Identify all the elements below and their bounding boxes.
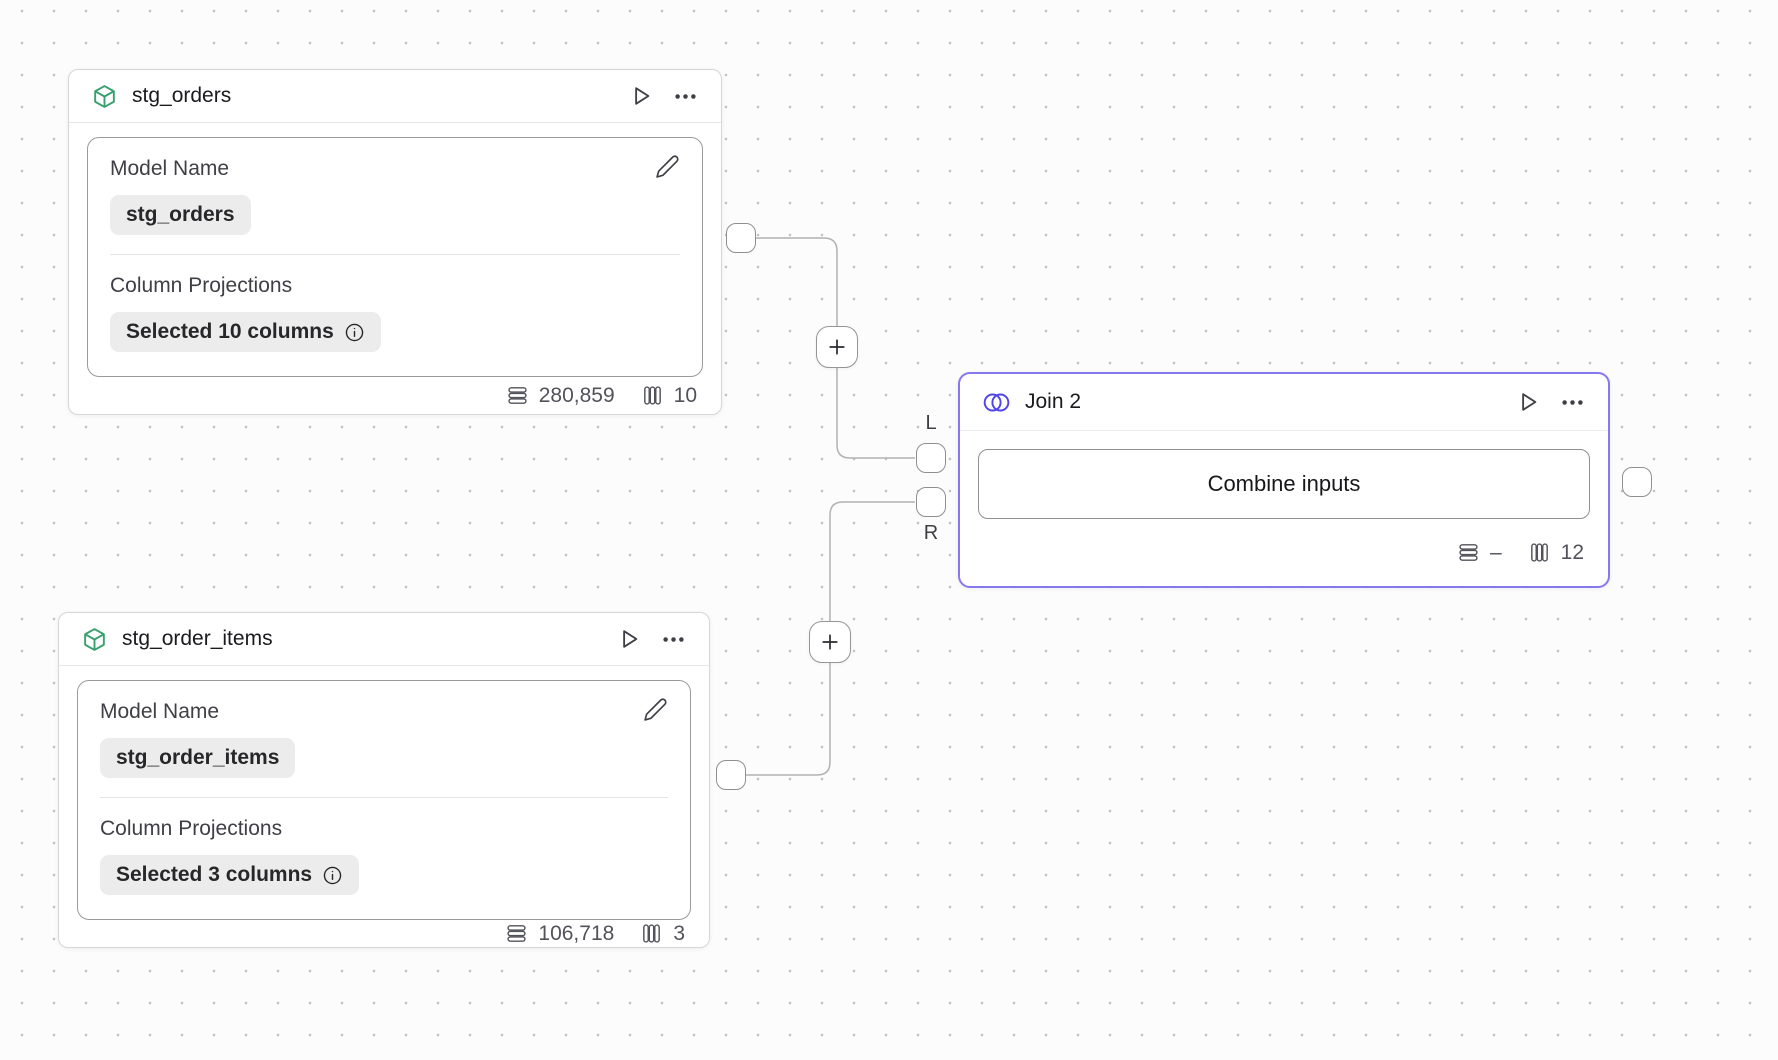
node-header: Join 2 bbox=[960, 374, 1608, 431]
combine-inputs-button[interactable]: Combine inputs bbox=[978, 449, 1590, 519]
column-count-value: 3 bbox=[673, 921, 685, 945]
join-left-input-port[interactable] bbox=[916, 443, 946, 473]
row-count-stat: 280,859 bbox=[506, 384, 615, 408]
run-node-button[interactable] bbox=[1515, 389, 1541, 415]
join-right-port-label: R bbox=[923, 522, 939, 544]
columns-icon bbox=[1528, 541, 1551, 564]
node-header: stg_orders bbox=[69, 70, 721, 123]
column-projections-label: Column Projections bbox=[100, 817, 283, 840]
node-header-actions bbox=[628, 83, 699, 110]
row-count-stat: – bbox=[1457, 541, 1502, 565]
ellipsis-icon bbox=[672, 83, 699, 110]
row-count-value: – bbox=[1489, 540, 1502, 564]
ellipsis-icon bbox=[660, 626, 687, 653]
run-node-button[interactable] bbox=[616, 626, 642, 652]
info-icon bbox=[322, 865, 343, 886]
info-icon bbox=[344, 322, 365, 343]
output-port-join[interactable] bbox=[1622, 467, 1652, 497]
column-projections-value: Selected 10 columns bbox=[126, 320, 334, 343]
output-port-stg-orders[interactable] bbox=[726, 223, 756, 253]
column-count-value: 10 bbox=[673, 383, 697, 407]
node-menu-button[interactable] bbox=[672, 83, 699, 110]
node-header: stg_order_items bbox=[59, 613, 709, 666]
output-port-stg-order-items[interactable] bbox=[716, 760, 746, 790]
ellipsis-icon bbox=[1559, 389, 1586, 416]
play-icon bbox=[616, 626, 642, 652]
play-icon bbox=[628, 83, 654, 109]
divider bbox=[100, 797, 668, 798]
node-stats: – 12 bbox=[960, 519, 1608, 586]
node-menu-button[interactable] bbox=[660, 626, 687, 653]
row-count-value: 280,859 bbox=[538, 383, 615, 407]
rows-icon bbox=[1457, 541, 1480, 564]
columns-icon bbox=[640, 922, 663, 945]
add-node-on-edge-button-bottom[interactable] bbox=[809, 621, 851, 663]
column-projections-pill[interactable]: Selected 10 columns bbox=[110, 312, 381, 352]
plus-icon bbox=[818, 630, 842, 654]
node-join-2[interactable]: Join 2 Combine inputs – 12 bbox=[958, 372, 1610, 588]
pencil-icon bbox=[655, 154, 680, 179]
pencil-icon bbox=[643, 697, 668, 722]
rows-icon bbox=[506, 384, 529, 407]
node-header-actions bbox=[1515, 389, 1586, 416]
model-name-value: stg_order_items bbox=[116, 746, 280, 769]
model-name-label: Model Name bbox=[110, 157, 230, 180]
add-node-on-edge-button-top[interactable] bbox=[816, 326, 858, 368]
node-stats: 106,718 3 bbox=[59, 920, 709, 947]
join-circles-icon bbox=[982, 388, 1011, 417]
column-projections-value: Selected 3 columns bbox=[116, 863, 313, 886]
columns-icon bbox=[641, 384, 664, 407]
run-node-button[interactable] bbox=[628, 83, 654, 109]
plus-icon bbox=[825, 335, 849, 359]
model-name-value-pill[interactable]: stg_order_items bbox=[100, 738, 296, 778]
node-stg-order-items[interactable]: stg_order_items Model Name stg_order_ite… bbox=[58, 612, 710, 948]
divider bbox=[110, 254, 680, 255]
node-header-actions bbox=[616, 626, 687, 653]
node-title: stg_order_items bbox=[122, 627, 273, 650]
node-config-card: Model Name stg_orders Column Projections… bbox=[87, 137, 703, 377]
model-name-label: Model Name bbox=[100, 700, 220, 723]
node-config-card: Model Name stg_order_items Column Projec… bbox=[77, 680, 691, 920]
join-right-input-port[interactable] bbox=[916, 487, 946, 517]
node-menu-button[interactable] bbox=[1559, 389, 1586, 416]
edit-model-name-button[interactable] bbox=[655, 154, 680, 179]
column-count-stat: 3 bbox=[640, 922, 685, 946]
column-projections-label: Column Projections bbox=[110, 274, 293, 297]
model-name-value-pill[interactable]: stg_orders bbox=[110, 195, 251, 235]
node-title: Join 2 bbox=[1025, 390, 1082, 413]
column-count-stat: 10 bbox=[641, 384, 697, 408]
column-count-stat: 12 bbox=[1528, 541, 1584, 565]
node-title: stg_orders bbox=[132, 84, 232, 107]
model-name-value: stg_orders bbox=[126, 203, 235, 226]
column-projections-pill[interactable]: Selected 3 columns bbox=[100, 855, 360, 895]
node-stg-orders[interactable]: stg_orders Model Name stg_orders Column … bbox=[68, 69, 722, 415]
row-count-stat: 106,718 bbox=[505, 922, 614, 946]
column-count-value: 12 bbox=[1560, 540, 1584, 564]
row-count-value: 106,718 bbox=[538, 921, 615, 945]
join-left-port-label: L bbox=[925, 412, 937, 434]
node-stats: 280,859 10 bbox=[69, 377, 721, 414]
play-icon bbox=[1515, 389, 1541, 415]
rows-icon bbox=[505, 922, 528, 945]
model-cube-icon bbox=[91, 83, 118, 110]
edit-model-name-button[interactable] bbox=[643, 697, 668, 722]
model-cube-icon bbox=[81, 626, 108, 653]
